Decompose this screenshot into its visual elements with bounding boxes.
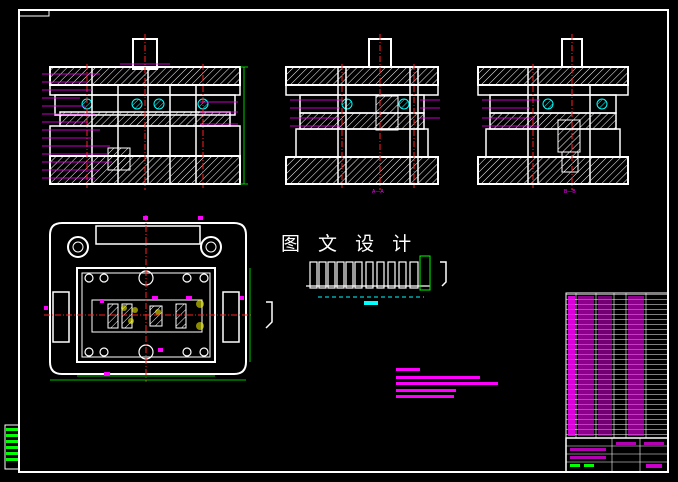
parts-list-table	[565, 292, 669, 439]
section-label-b: B—B	[564, 189, 576, 195]
watermark-text: 图 文 设 计	[281, 233, 418, 255]
margin-legend	[4, 424, 20, 470]
title-block	[565, 437, 669, 473]
plan-view	[44, 215, 252, 382]
section-label-a: A—A	[372, 189, 384, 195]
section-view-b: B—B	[477, 34, 629, 195]
front-view	[42, 34, 248, 190]
technical-requirements	[396, 368, 498, 398]
drawing-frame	[18, 9, 669, 473]
section-view-a: A—A	[285, 34, 440, 195]
part-detail	[265, 255, 447, 329]
